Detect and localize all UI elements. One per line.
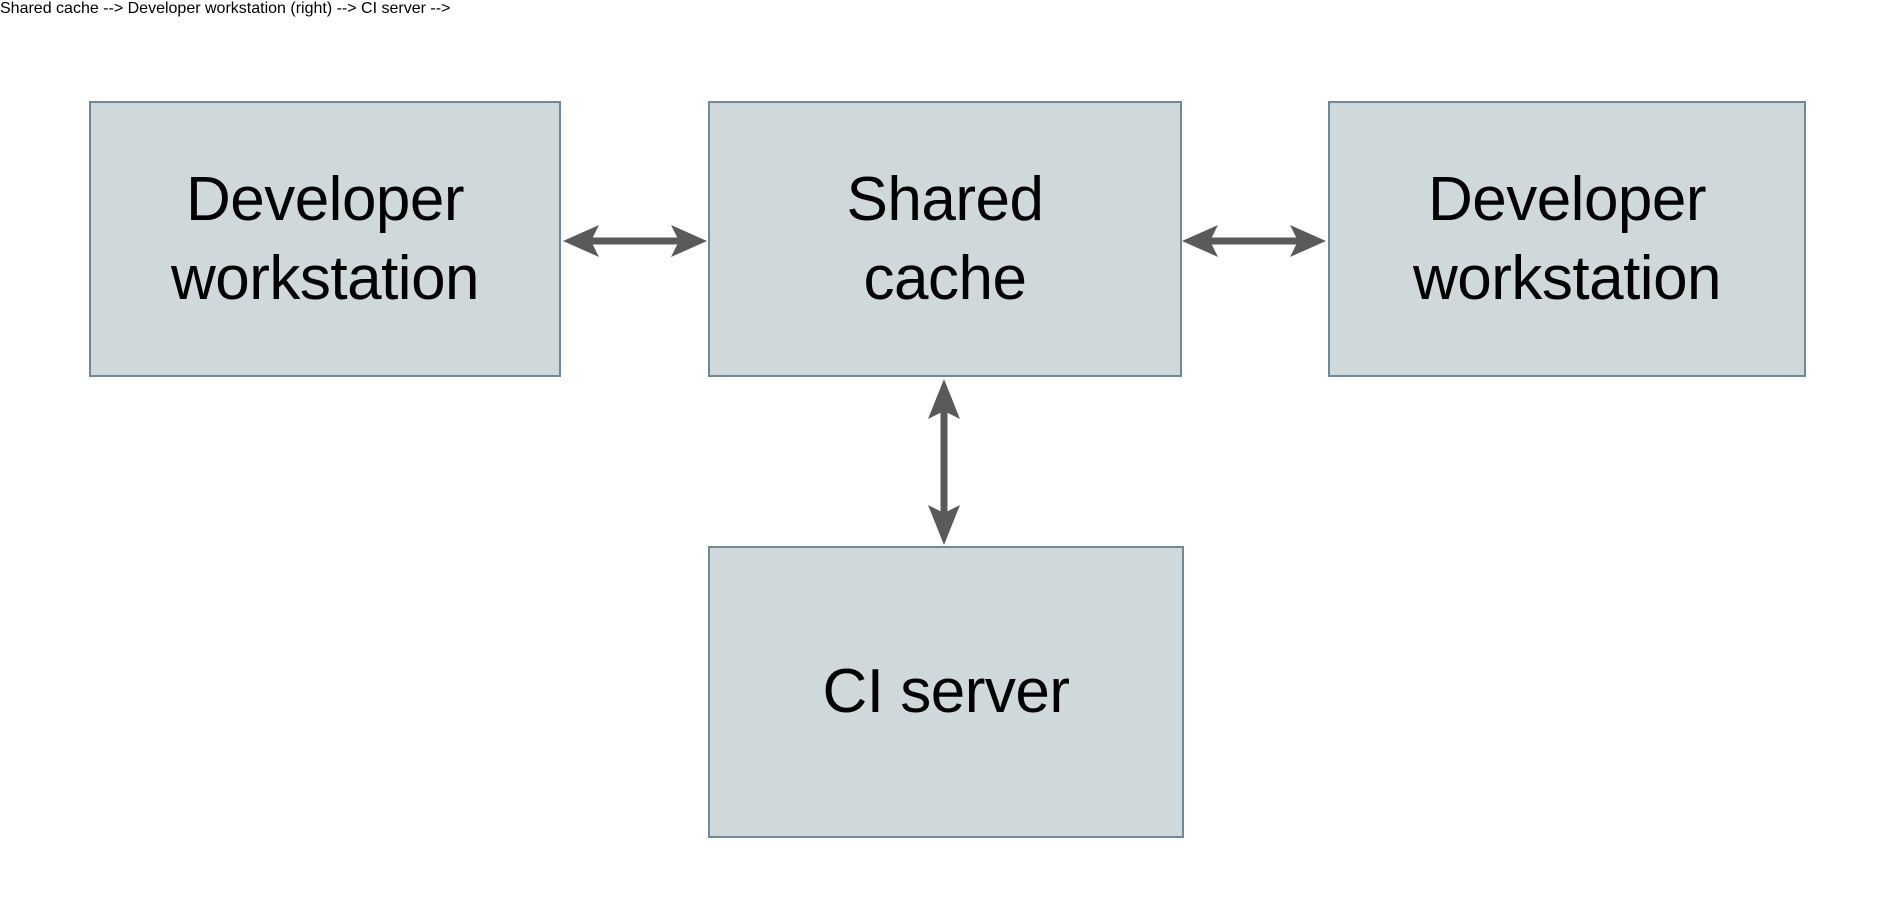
node-label: Developer workstation [1412, 164, 1722, 313]
arrowhead-left-icon [563, 225, 599, 257]
node-label: Developer workstation [170, 164, 480, 313]
edge-shared-cache-to-ci-server[interactable] [914, 375, 974, 549]
node-ci-server[interactable]: CI server [708, 546, 1184, 838]
node-label: CI server [822, 657, 1070, 727]
edge-shared-cache-to-dev-right[interactable] [1178, 211, 1330, 271]
arrowhead-right-icon [671, 225, 707, 257]
arrowhead-left-icon [1182, 225, 1218, 257]
node-label: Shared cache [846, 164, 1044, 313]
node-developer-workstation-left[interactable]: Developer workstation [89, 101, 561, 377]
node-developer-workstation-right[interactable]: Developer workstation [1328, 101, 1806, 377]
arrowhead-right-icon [1290, 225, 1326, 257]
node-shared-cache[interactable]: Shared cache [708, 101, 1182, 377]
edge-dev-left-to-shared-cache[interactable] [559, 211, 711, 271]
arrowhead-up-icon [928, 379, 960, 419]
arrowhead-down-icon [928, 505, 960, 545]
